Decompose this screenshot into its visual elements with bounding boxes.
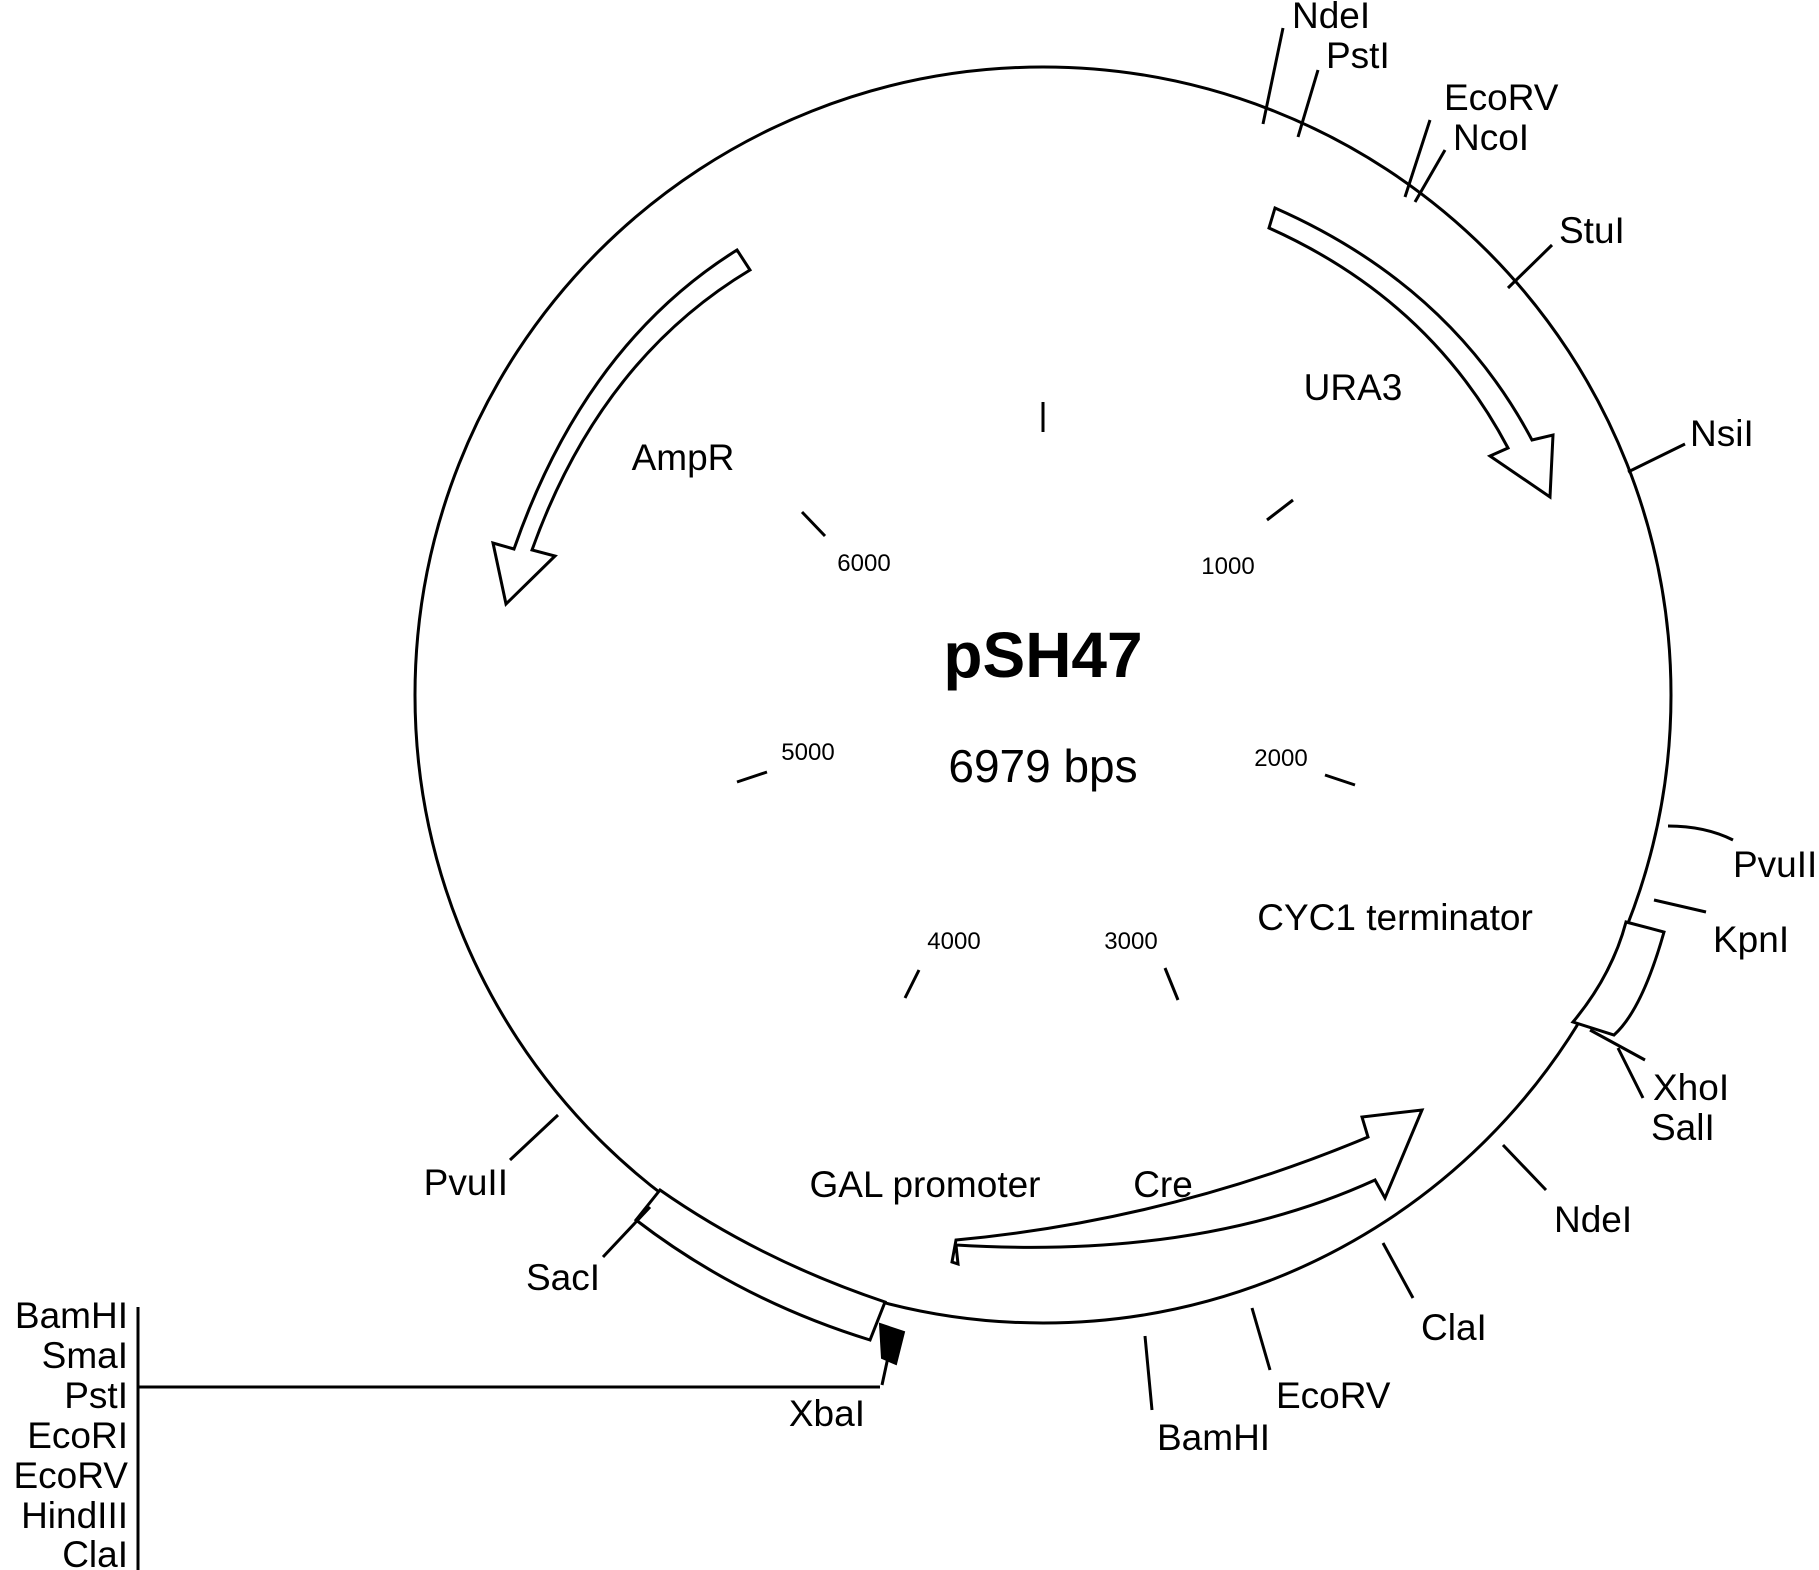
ampr-arrow [491, 247, 753, 607]
site-label-bamhi-bottom: BamHI [1157, 1417, 1270, 1458]
site-label-pvuii-right: PvuII [1733, 844, 1817, 885]
plasmid-name: pSH47 [943, 619, 1142, 691]
leader-stui [1506, 243, 1554, 290]
mcs-label: HindIII [21, 1495, 128, 1536]
plasmid-backbone [413, 65, 1673, 1325]
mcs-marker [878, 1322, 906, 1366]
feature-label-ura3: URA3 [1304, 367, 1403, 408]
leader-nsii [1627, 442, 1686, 474]
feature-label-ampr: AmpR [632, 437, 735, 478]
leader-pvuii-left [508, 1113, 560, 1162]
tick-label-4000: 4000 [927, 928, 980, 955]
mcs-label: BamHI [15, 1295, 128, 1336]
ura3-arrow [1267, 205, 1555, 500]
site-label-psti-top: PstI [1326, 35, 1390, 76]
tick-mark-2000 [1324, 773, 1356, 787]
mcs-label: ClaI [62, 1534, 128, 1570]
leader-xhoi [1589, 1028, 1646, 1062]
site-label-sali: SalI [1651, 1107, 1715, 1148]
site-label-pvuii-left: PvuII [424, 1162, 508, 1203]
leader-saci [601, 1205, 652, 1259]
tick-label-1000: 1000 [1201, 553, 1254, 580]
mcs-label: EcoRV [14, 1455, 129, 1496]
feature-label-cre: Cre [1133, 1164, 1193, 1205]
tick-mark-6000 [800, 510, 827, 538]
leader-ecorv-top [1403, 119, 1432, 198]
site-label-xhoi: XhoI [1653, 1067, 1729, 1108]
site-label-nsii: NsiI [1690, 413, 1754, 454]
leader-clai-bottom [1381, 1242, 1415, 1299]
leader-pvuii-right [1667, 824, 1734, 842]
plasmid-size: 6979 bps [948, 740, 1137, 792]
tick-mark-1000 [1266, 498, 1294, 522]
tick-label-3000: 3000 [1104, 928, 1157, 955]
leader-bamhi-bottom [1143, 1335, 1154, 1411]
feature-label-gal: GAL promoter [810, 1164, 1041, 1205]
leader-ndei-top [1261, 27, 1285, 125]
leader-ndei-bottom [1501, 1143, 1548, 1192]
site-label-saci: SacI [526, 1257, 600, 1298]
mcs-label: PstI [64, 1375, 128, 1416]
tick-mark-5000 [736, 770, 768, 784]
tick-label-6000: 6000 [837, 550, 890, 577]
feature-label-cyc1: CYC1 terminator [1257, 897, 1533, 938]
tick-mark-3000 [1163, 967, 1180, 1001]
tick-label-5000: 5000 [781, 739, 834, 766]
site-label-ecorv-bottom: EcoRV [1276, 1375, 1391, 1416]
cyc1-terminator-box [1570, 920, 1666, 1037]
site-label-xbai: XbaI [789, 1393, 865, 1434]
leader-ncoi [1413, 149, 1447, 203]
site-label-stui: StuI [1559, 210, 1625, 251]
cre-arrow [950, 1108, 1425, 1267]
gal-promoter-box [633, 1187, 887, 1342]
mcs-label: EcoRI [27, 1415, 128, 1456]
leader-kpni [1653, 898, 1707, 914]
leader-psti-top [1296, 69, 1320, 138]
tick-label-2000: 2000 [1254, 745, 1307, 772]
mcs-label: SmaI [42, 1335, 128, 1376]
tick-mark-4000 [903, 969, 921, 999]
site-label-ecorv-top: EcoRV [1444, 77, 1559, 118]
leader-ecorv-bottom [1250, 1307, 1272, 1371]
site-label-ndei-bottom: NdeI [1554, 1199, 1632, 1240]
site-label-kpni: KpnI [1713, 919, 1789, 960]
site-label-ndei-top: NdeI [1292, 0, 1370, 36]
site-label-clai-bottom: ClaI [1421, 1307, 1487, 1348]
leader-sali [1616, 1047, 1645, 1099]
leader-xbai [880, 1347, 892, 1386]
site-label-ncoi: NcoI [1453, 117, 1529, 158]
